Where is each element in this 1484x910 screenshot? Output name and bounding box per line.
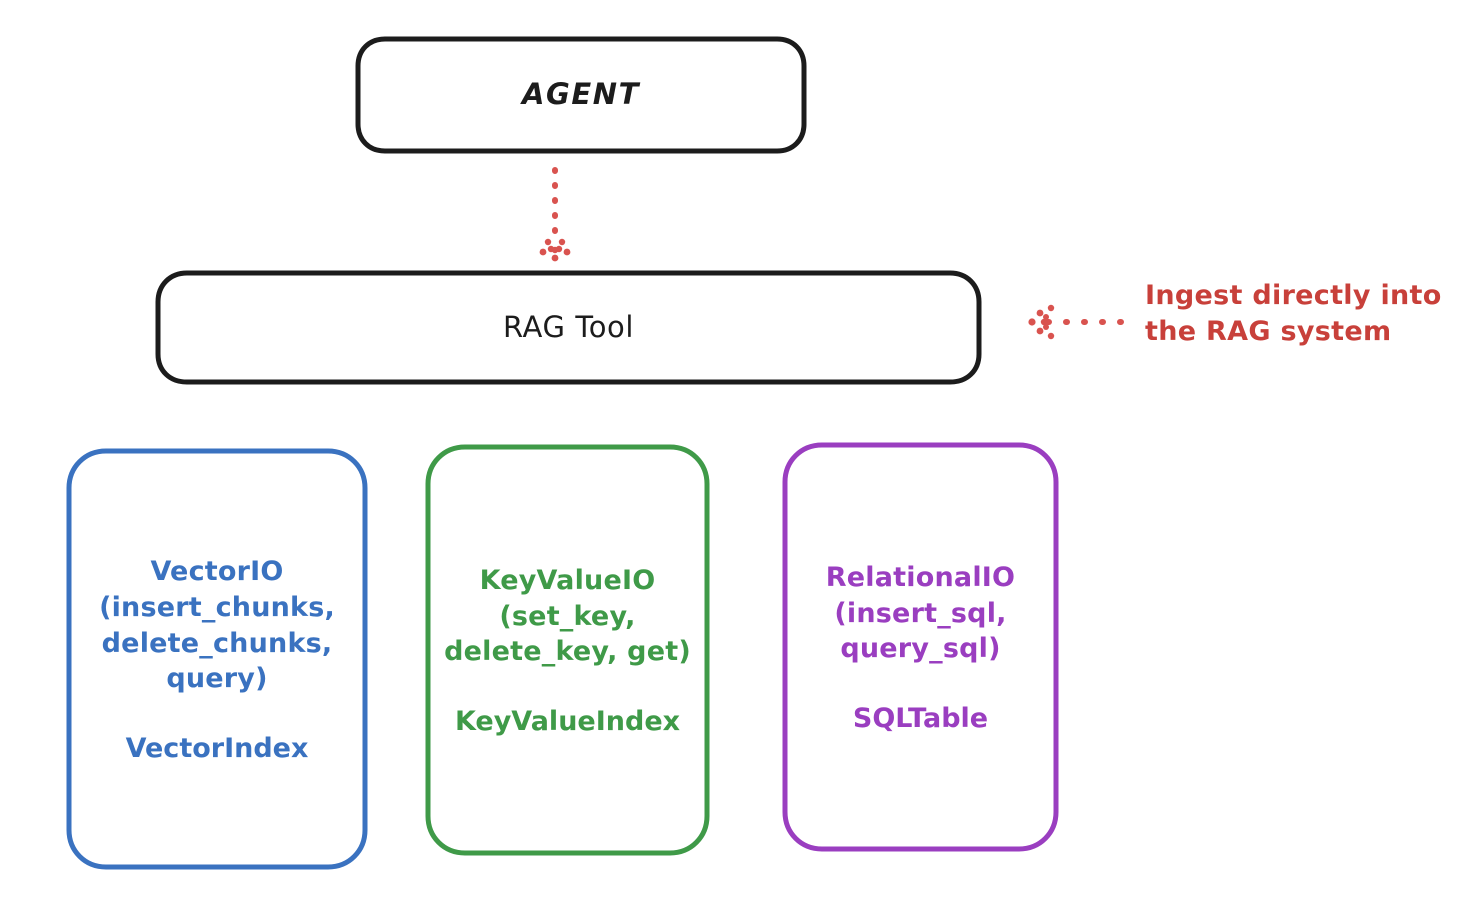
vectorio-secondary-label: VectorIndex [125,733,309,765]
vectorio-label: VectorIO (insert_chunks, delete_chunks, … [99,555,335,695]
keyvalueio-box[interactable]: KeyValueIO (set_key, delete_key, get) Ke… [425,444,710,856]
agent-box[interactable]: AGENT [355,36,807,154]
relationalio-box[interactable]: RelationalIO (insert_sql, query_sql) SQL… [782,442,1059,852]
keyvalueio-secondary-label: KeyValueIndex [454,706,681,738]
rag-tool-box[interactable]: RAG Tool [155,270,982,385]
ingest-annotation-text: Ingest directly into the RAG system [1145,280,1442,348]
agent-label: AGENT [521,77,641,112]
connector-ingest-to-rag-tool [1028,304,1131,340]
vectorio-box[interactable]: VectorIO (insert_chunks, delete_chunks, … [66,448,368,870]
relationalio-label: RelationalIO (insert_sql, query_sql) [825,561,1016,665]
rag-tool-label: RAG Tool [502,309,635,344]
keyvalueio-label: KeyValueIO (set_key, delete_key, get) [444,564,691,668]
relationalio-secondary-label: SQLTable [852,703,989,735]
connector-agent-to-rag-tool [539,167,571,262]
